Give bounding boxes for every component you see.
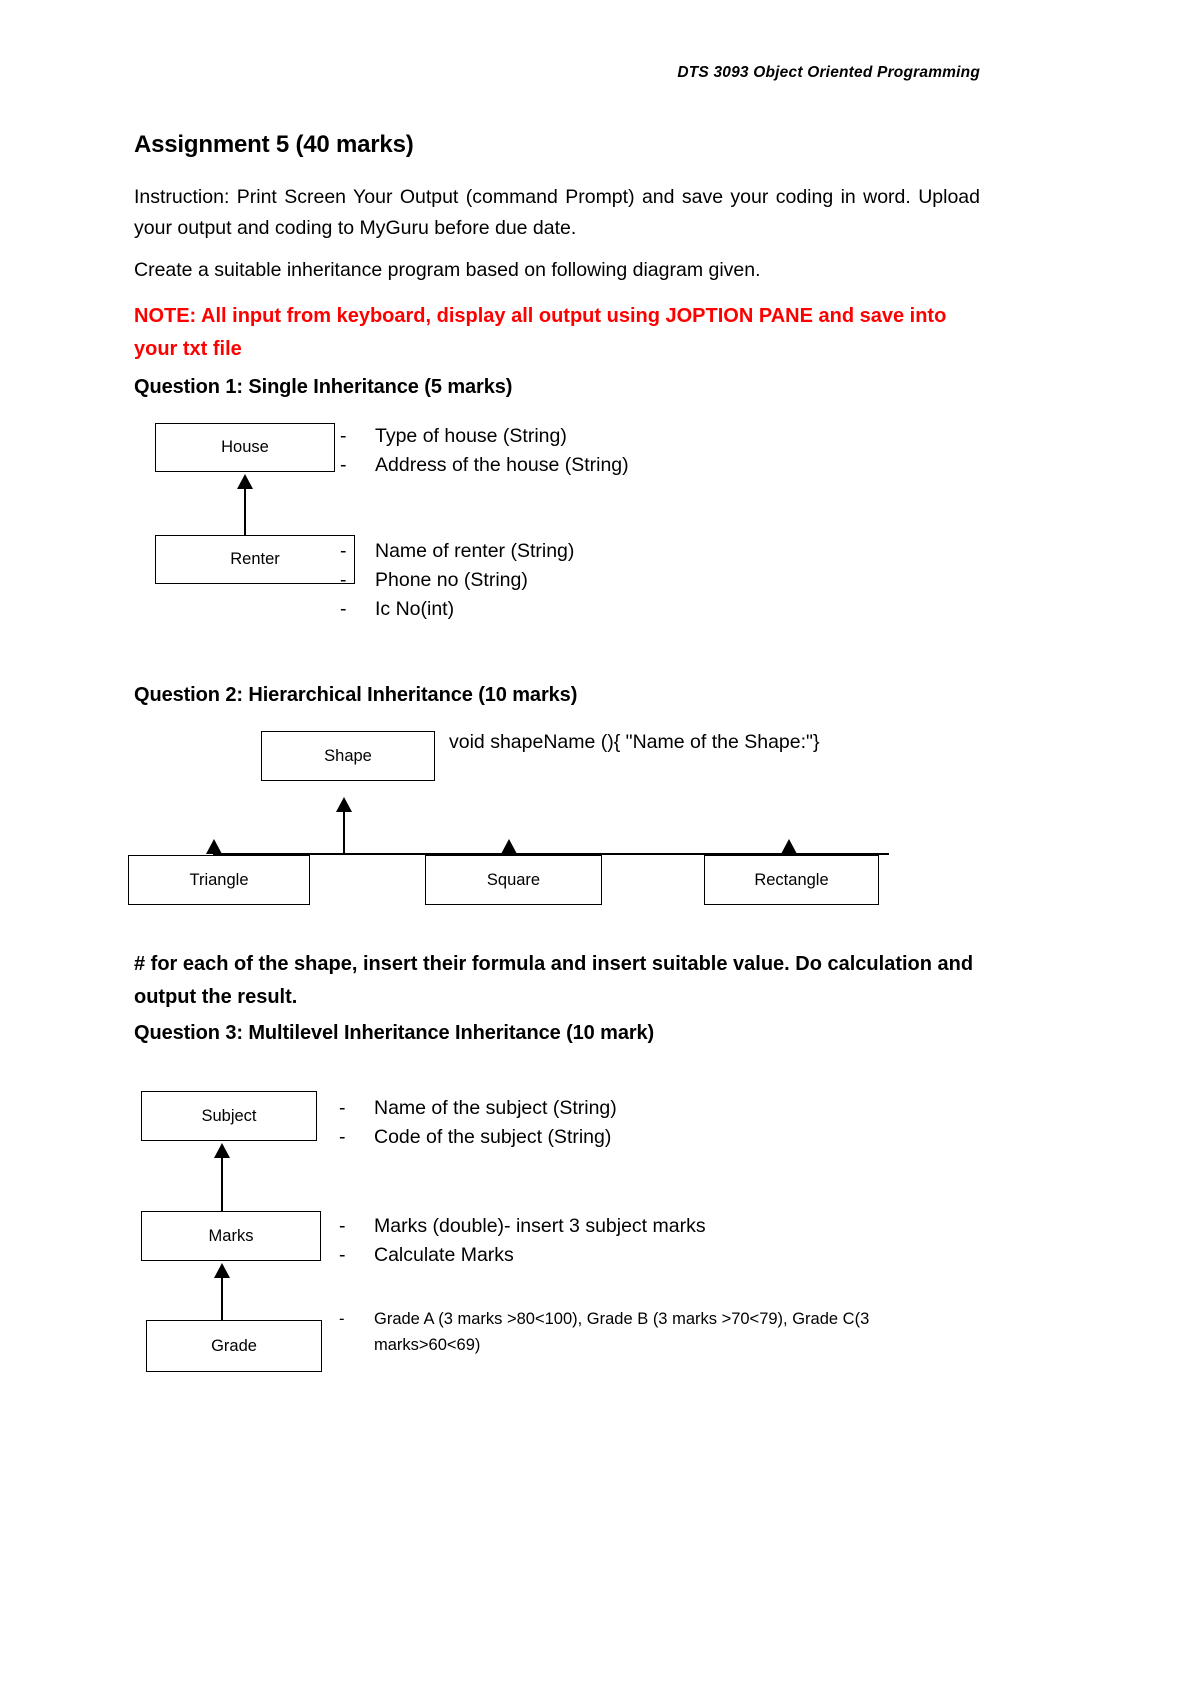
attribute-text: Address of the house (String)	[375, 454, 629, 476]
bullet-dash: -	[340, 425, 347, 447]
q3-subject-label: Subject	[201, 1106, 257, 1125]
q3-subject-attributes: - Name of the subject (String) - Code of…	[339, 1094, 859, 1152]
q2-branch-arrow-3-icon	[781, 839, 797, 854]
question-2-heading: Question 2: Hierarchical Inheritance (10…	[134, 684, 578, 706]
question-1-heading: Question 1: Single Inheritance (5 marks)	[134, 376, 513, 398]
bullet-dash: -	[340, 569, 347, 591]
list-item: - Code of the subject (String)	[339, 1123, 859, 1152]
q1-renter-label: Renter	[230, 550, 280, 568]
page-title: Assignment 5 (40 marks)	[134, 131, 414, 158]
question-3-heading: Question 3: Multilevel Inheritance Inher…	[134, 1022, 655, 1044]
create-program-paragraph: Create a suitable inheritance program ba…	[134, 259, 761, 281]
q1-house-box: House	[155, 423, 335, 472]
list-item: - Phone no (String)	[340, 566, 840, 595]
attribute-text: Name of the subject (String)	[374, 1097, 617, 1119]
q2-square-box: Square	[425, 855, 602, 905]
list-item: - Name of the subject (String)	[339, 1094, 859, 1123]
q2-branch-arrow-1-icon	[206, 839, 222, 854]
attribute-text: Calculate Marks	[374, 1244, 514, 1266]
q2-triangle-box: Triangle	[128, 855, 310, 905]
list-item: - Calculate Marks	[339, 1241, 859, 1270]
q2-rectangle-label: Rectangle	[754, 870, 829, 889]
attribute-text: Marks (double)- insert 3 subject marks	[374, 1215, 706, 1237]
q3-subject-box: Subject	[141, 1091, 317, 1141]
q3-line-grade-to-marks	[221, 1277, 223, 1325]
attribute-text: Grade A (3 marks >80<100), Grade B (3 ma…	[374, 1310, 870, 1354]
bullet-dash: -	[339, 1215, 346, 1237]
list-item: - Marks (double)- insert 3 subject marks	[339, 1212, 859, 1241]
q1-renter-box: Renter	[155, 535, 355, 584]
q3-marks-label: Marks	[208, 1226, 254, 1245]
q3-arrow-up-1-icon	[214, 1143, 230, 1158]
attribute-text: Ic No(int)	[375, 598, 455, 620]
q3-marks-attributes: - Marks (double)- insert 3 subject marks…	[339, 1212, 859, 1270]
q3-line-marks-to-subject	[221, 1157, 223, 1211]
q2-triangle-label: Triangle	[189, 870, 249, 889]
q3-marks-box: Marks	[141, 1211, 321, 1261]
q3-arrow-up-2-icon	[214, 1263, 230, 1278]
attribute-text: Type of house (String)	[375, 425, 567, 447]
bullet-dash: -	[340, 454, 347, 476]
list-item: - Type of house (String)	[340, 422, 840, 451]
attribute-text: Code of the subject (String)	[374, 1126, 612, 1148]
q1-arrow-up-icon	[237, 474, 253, 489]
q2-square-label: Square	[486, 870, 541, 889]
list-item: - Grade A (3 marks >80<100), Grade B (3 …	[339, 1306, 949, 1358]
note-text: NOTE: All input from keyboard, display a…	[134, 305, 947, 360]
bullet-dash: -	[339, 1244, 346, 1266]
q1-house-label: House	[221, 438, 269, 456]
q2-rectangle-box: Rectangle	[704, 855, 879, 905]
attribute-text: Phone no (String)	[375, 569, 528, 591]
q2-shape-label: Shape	[324, 746, 372, 765]
list-item: - Name of renter (String)	[340, 537, 840, 566]
q2-shape-box: Shape	[261, 731, 435, 781]
bullet-dash: -	[339, 1097, 346, 1119]
attribute-text: Name of renter (String)	[375, 540, 575, 562]
q1-house-attributes: - Type of house (String) - Address of th…	[340, 422, 840, 480]
q3-grade-attributes: - Grade A (3 marks >80<100), Grade B (3 …	[339, 1306, 949, 1358]
instruction-paragraph: Instruction: Print Screen Your Output (c…	[134, 186, 980, 239]
list-item: - Address of the house (String)	[340, 451, 840, 480]
q3-grade-box: Grade	[146, 1320, 322, 1372]
bullet-dash: -	[339, 1310, 345, 1328]
q2-branch-arrow-2-icon	[501, 839, 517, 854]
q2-arrow-up-icon	[336, 797, 352, 812]
bullet-dash: -	[340, 598, 347, 620]
q2-method-annotation: void shapeName (){ "Name of the Shape:"}	[449, 731, 820, 753]
bullet-dash: -	[339, 1126, 346, 1148]
q2-trunk-line	[343, 811, 345, 854]
shape-formula-note: # for each of the shape, insert their fo…	[134, 953, 974, 1008]
q2-horizontal-connector	[214, 853, 889, 855]
q1-inheritance-line	[244, 488, 246, 547]
list-item: - Ic No(int)	[340, 595, 840, 624]
document-header: DTS 3093 Object Oriented Programming	[677, 64, 980, 81]
q1-renter-attributes: - Name of renter (String) - Phone no (St…	[340, 537, 840, 624]
q3-grade-label: Grade	[211, 1336, 257, 1355]
bullet-dash: -	[340, 540, 347, 562]
